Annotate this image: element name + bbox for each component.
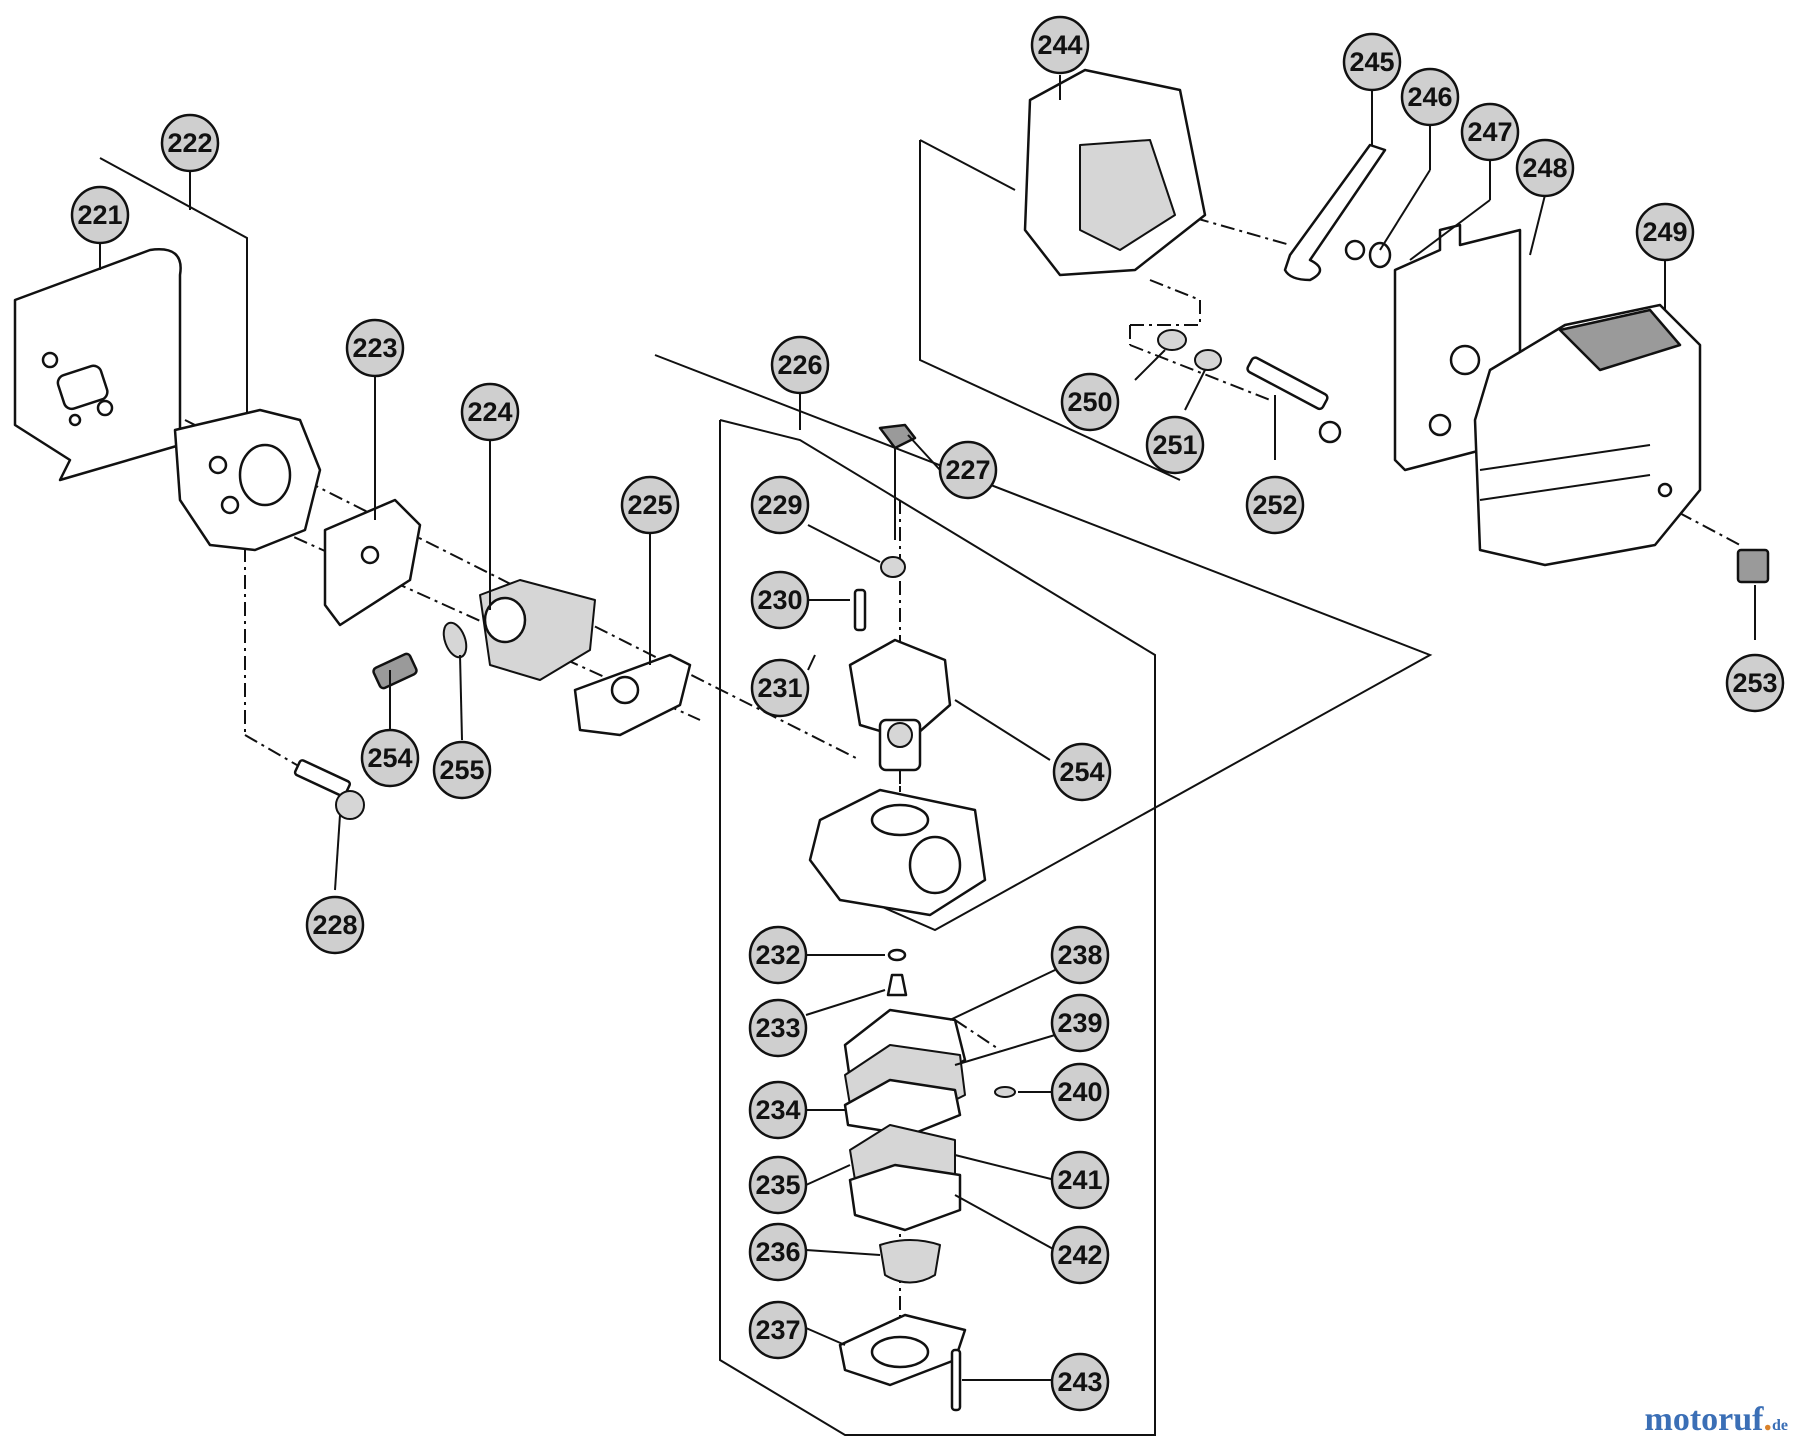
callout-223[interactable]: 223 — [345, 318, 405, 378]
callout-255[interactable]: 255 — [432, 740, 492, 800]
label-223: 223 — [352, 333, 397, 363]
label-238: 238 — [1057, 940, 1102, 970]
callout-254b[interactable]: 254 — [1052, 742, 1112, 802]
label-228: 228 — [312, 910, 357, 940]
lever-245-shape — [1283, 143, 1387, 282]
callout-222[interactable]: 222 — [160, 113, 220, 173]
callout-221[interactable]: 221 — [70, 185, 130, 245]
label-233: 233 — [755, 1013, 800, 1043]
callout-238[interactable]: 238 — [1050, 925, 1110, 985]
callout-225[interactable]: 225 — [620, 475, 680, 535]
callout-227[interactable]: 227 — [938, 440, 998, 500]
callout-233[interactable]: 233 — [748, 998, 808, 1058]
callout-251[interactable]: 251 — [1145, 415, 1205, 475]
callout-244[interactable]: 244 — [1030, 15, 1090, 75]
callout-243[interactable]: 243 — [1050, 1352, 1110, 1412]
label-237: 237 — [755, 1315, 800, 1345]
label-226: 226 — [777, 350, 822, 380]
watermark-main: motoruf — [1644, 1401, 1764, 1438]
label-239: 239 — [1057, 1008, 1102, 1038]
label-242: 242 — [1057, 1240, 1102, 1270]
label-250: 250 — [1067, 387, 1112, 417]
callout-230[interactable]: 230 — [750, 570, 810, 630]
label-225: 225 — [627, 490, 672, 520]
callout-240[interactable]: 240 — [1050, 1062, 1110, 1122]
label-245: 245 — [1349, 47, 1394, 77]
callout-242[interactable]: 242 — [1050, 1225, 1110, 1285]
label-229: 229 — [757, 490, 802, 520]
cover-242-shape — [848, 1163, 962, 1232]
callout-241[interactable]: 241 — [1050, 1150, 1110, 1210]
part-drawings — [13, 68, 1770, 1412]
label-231: 231 — [757, 673, 802, 703]
label-236: 236 — [755, 1237, 800, 1267]
diaphragm-234-shape — [843, 1078, 962, 1137]
label-243: 243 — [1057, 1367, 1102, 1397]
label-247: 247 — [1467, 117, 1512, 147]
callout-248[interactable]: 248 — [1515, 138, 1575, 198]
cap-253-shape — [1736, 548, 1770, 584]
callouts: 221 222 223 224 225 226 227 229 230 231 … — [70, 15, 1785, 1412]
callout-234[interactable]: 234 — [748, 1080, 808, 1140]
label-248: 248 — [1522, 153, 1567, 183]
watermark-dot: . — [1763, 1401, 1773, 1438]
label-222: 222 — [167, 128, 212, 158]
label-254: 254 — [367, 743, 412, 773]
callout-245[interactable]: 245 — [1342, 32, 1402, 92]
leader-lines — [99, 75, 1756, 1381]
label-224: 224 — [467, 397, 512, 427]
label-235: 235 — [755, 1170, 800, 1200]
callout-236[interactable]: 236 — [748, 1222, 808, 1282]
callout-229[interactable]: 229 — [750, 475, 810, 535]
label-253: 253 — [1732, 668, 1777, 698]
label-254b: 254 — [1059, 757, 1104, 787]
label-234: 234 — [755, 1095, 800, 1125]
gasket-221-shape — [13, 248, 182, 482]
callout-254[interactable]: 254 — [360, 728, 420, 788]
primer-bulb-236-shape — [879, 1239, 941, 1284]
callout-247[interactable]: 247 — [1460, 102, 1520, 162]
callout-224[interactable]: 224 — [460, 382, 520, 442]
label-244: 244 — [1037, 30, 1082, 60]
callout-246[interactable]: 246 — [1400, 67, 1460, 127]
label-252: 252 — [1252, 490, 1297, 520]
watermark-logo: motoruf.de — [1645, 1401, 1788, 1439]
label-249: 249 — [1642, 217, 1687, 247]
callout-253[interactable]: 253 — [1725, 653, 1785, 713]
callout-239[interactable]: 239 — [1050, 993, 1110, 1053]
label-227: 227 — [945, 455, 990, 485]
callout-250[interactable]: 250 — [1060, 372, 1120, 432]
callout-232[interactable]: 232 — [748, 925, 808, 985]
callout-249[interactable]: 249 — [1635, 202, 1695, 262]
callout-231[interactable]: 231 — [750, 658, 810, 718]
callout-237[interactable]: 237 — [748, 1300, 808, 1360]
callout-235[interactable]: 235 — [748, 1155, 808, 1215]
label-240: 240 — [1057, 1077, 1102, 1107]
choke-body-shape — [848, 638, 952, 742]
label-246: 246 — [1407, 82, 1452, 112]
assembly-frames — [99, 139, 1433, 1436]
label-232: 232 — [755, 940, 800, 970]
label-251: 251 — [1152, 430, 1197, 460]
watermark-tld: de — [1772, 1417, 1788, 1434]
callout-252[interactable]: 252 — [1245, 475, 1305, 535]
callout-228[interactable]: 228 — [305, 895, 365, 955]
label-221: 221 — [77, 200, 122, 230]
label-255: 255 — [439, 755, 484, 785]
label-230: 230 — [757, 585, 802, 615]
air-cleaner-cover-249-shape — [1473, 303, 1702, 567]
callout-226[interactable]: 226 — [770, 335, 830, 395]
label-241: 241 — [1057, 1165, 1102, 1195]
